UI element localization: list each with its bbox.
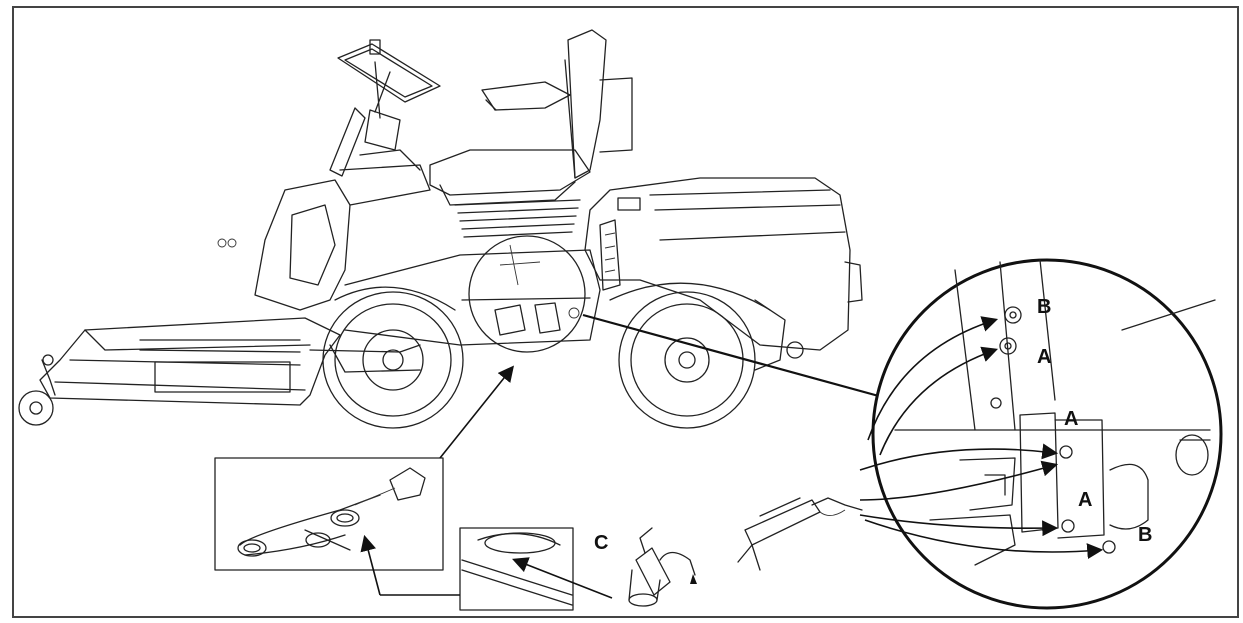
seat-suspension <box>454 199 581 238</box>
lubrication-arrows <box>859 316 1104 560</box>
detail-magnifier-circle <box>468 235 586 353</box>
cutting-deck <box>39 317 421 406</box>
arrow-to-belt-area <box>439 365 514 459</box>
label-b-bottom: B <box>1138 524 1153 546</box>
rear-wheel <box>609 282 786 429</box>
figure-border <box>12 6 1239 618</box>
grease-gun-icon <box>737 497 863 571</box>
seat <box>429 29 633 206</box>
caster-wheel <box>18 354 56 426</box>
steering-wheel <box>337 39 441 151</box>
arrow-to-oil-inset <box>512 557 613 599</box>
engine-hood <box>584 177 863 359</box>
label-a-lower: A <box>1078 489 1093 511</box>
label-c: C <box>594 532 609 554</box>
arrow-from-belt-inset <box>360 534 381 596</box>
zoom-connector-line <box>582 313 887 400</box>
label-a-top: A <box>1037 346 1052 368</box>
ride-on-mower <box>18 29 863 429</box>
oil-can-icon <box>628 527 697 607</box>
belt-detail-inset <box>214 457 444 571</box>
label-a-mid: A <box>1064 408 1079 430</box>
label-b-top: B <box>1037 296 1052 318</box>
detail-view-large <box>871 258 1223 610</box>
front-wheel <box>322 286 464 429</box>
oil-point-inset <box>459 527 574 611</box>
